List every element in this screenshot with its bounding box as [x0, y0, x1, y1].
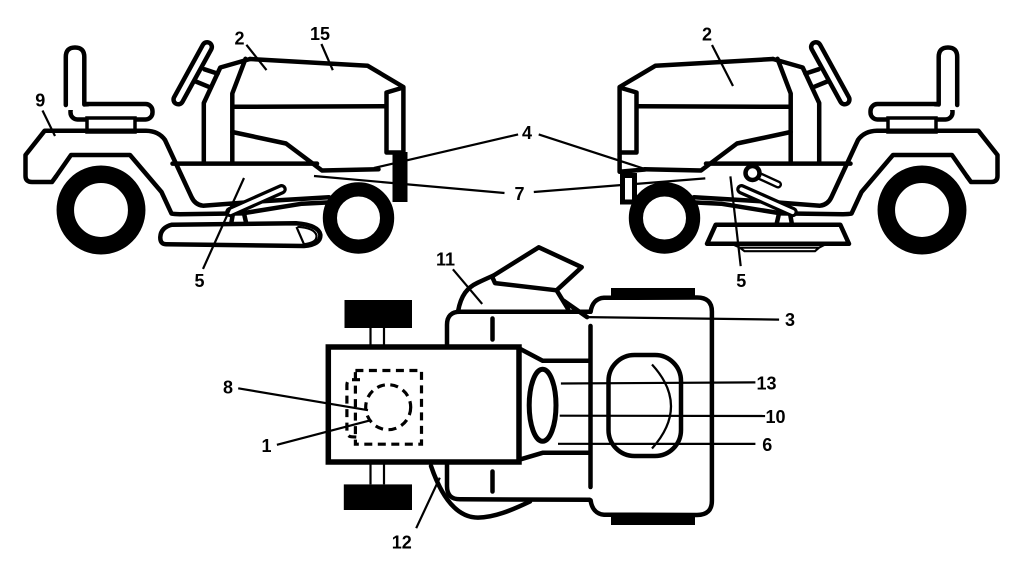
svg-text:3: 3 — [785, 310, 795, 330]
svg-text:2: 2 — [702, 25, 712, 45]
svg-text:15: 15 — [310, 24, 330, 44]
svg-text:4: 4 — [522, 123, 532, 143]
svg-text:8: 8 — [223, 378, 233, 398]
svg-text:13: 13 — [756, 373, 776, 393]
svg-text:1: 1 — [261, 436, 271, 456]
svg-text:10: 10 — [765, 407, 785, 427]
svg-text:12: 12 — [392, 532, 412, 552]
svg-text:9: 9 — [35, 91, 45, 111]
svg-text:5: 5 — [194, 271, 204, 291]
svg-text:11: 11 — [436, 250, 455, 270]
svg-text:5: 5 — [736, 271, 746, 291]
svg-text:2: 2 — [234, 29, 244, 49]
svg-text:6: 6 — [762, 435, 772, 455]
svg-text:7: 7 — [514, 184, 524, 204]
